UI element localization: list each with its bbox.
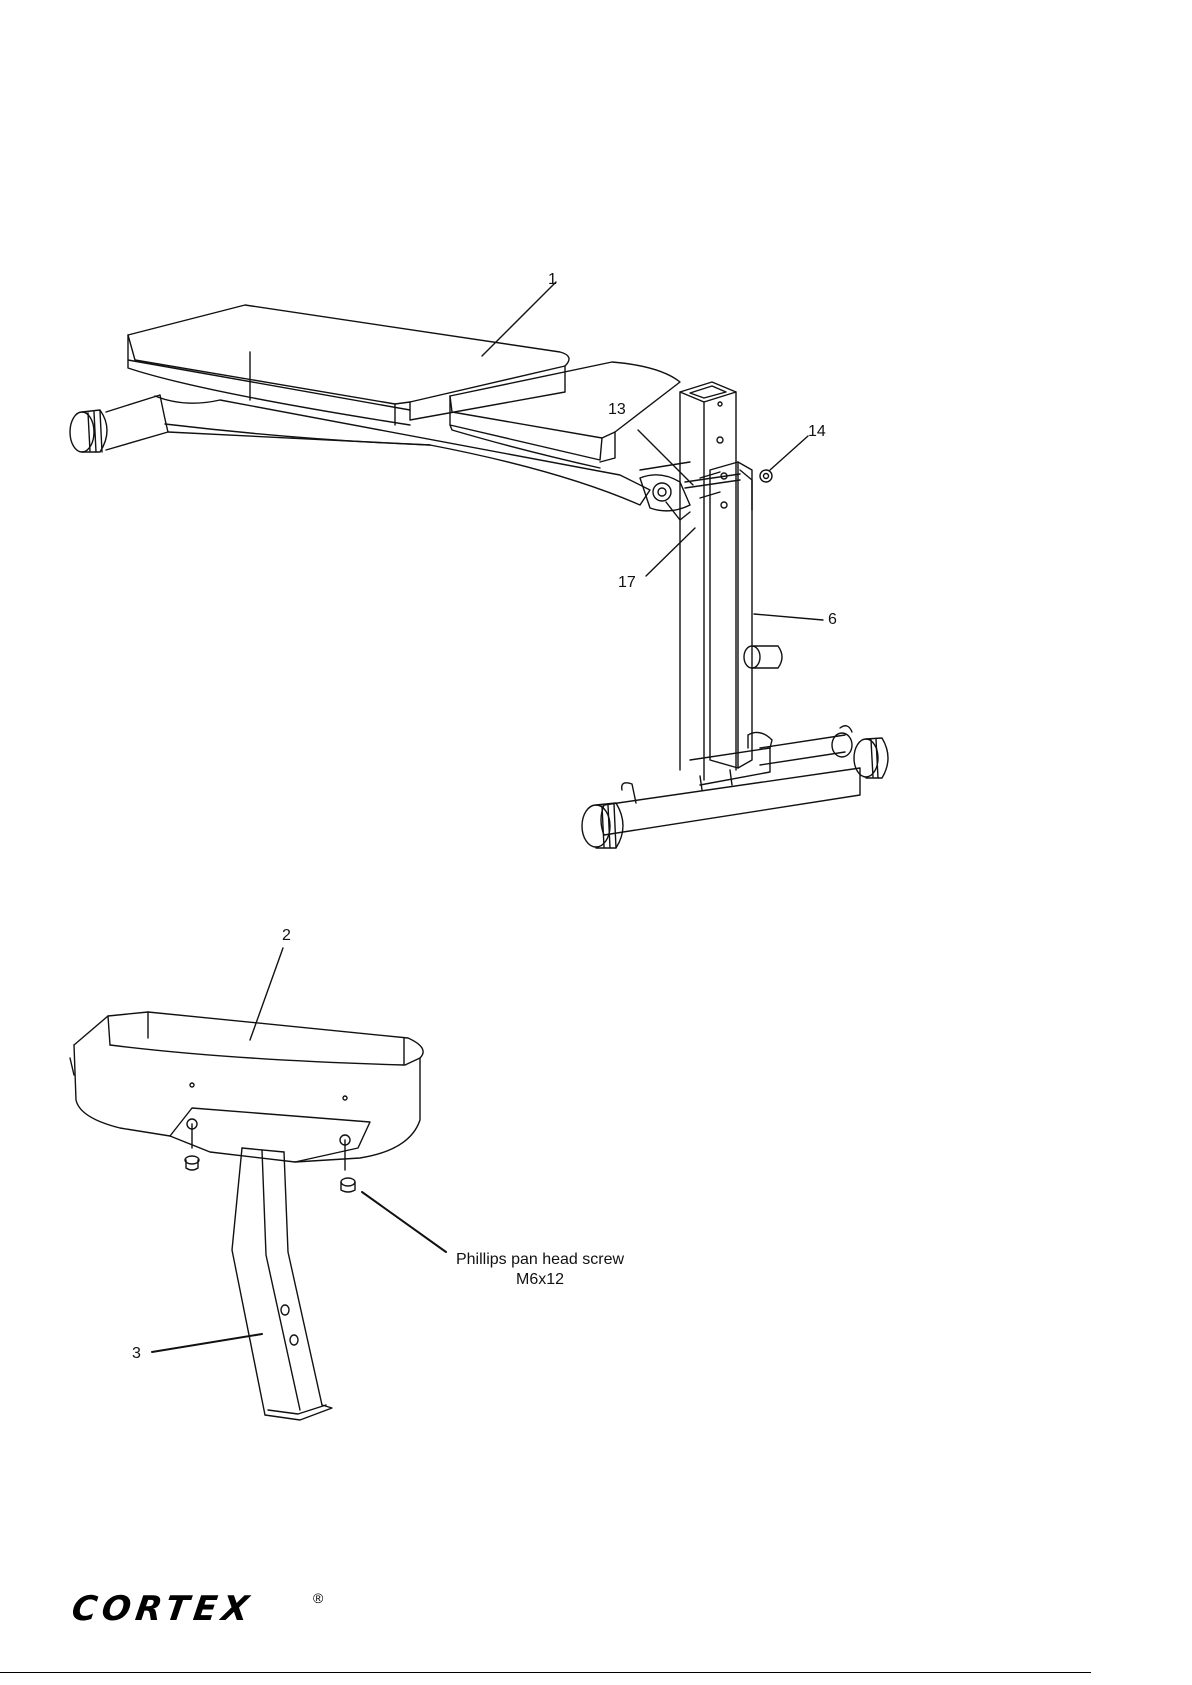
leader-1	[482, 282, 556, 356]
callout-2: 2	[282, 928, 291, 944]
carriage	[710, 462, 752, 768]
leader-screw	[362, 1192, 446, 1252]
screw-annotation-line1: Phillips pan head screw	[420, 1250, 660, 1270]
registered-mark: ®	[313, 1590, 323, 1606]
leader-14	[770, 436, 808, 470]
leader-13	[638, 430, 693, 485]
seat-pad-2	[70, 1012, 423, 1162]
footer-tick	[1085, 1672, 1091, 1673]
nut-14	[760, 470, 772, 482]
leader-6	[754, 614, 823, 620]
brand-logo: CORTEX	[69, 1589, 256, 1629]
footer-rule	[0, 1672, 1085, 1673]
pop-pin	[744, 646, 782, 668]
callout-1: 1	[548, 272, 557, 288]
callout-14: 14	[808, 424, 826, 440]
screw-right	[341, 1140, 355, 1192]
callout-3: 3	[132, 1346, 141, 1362]
seat-subassembly	[70, 948, 446, 1420]
leader-2	[250, 948, 283, 1040]
upright-post	[680, 382, 736, 780]
leg-tube	[232, 1148, 332, 1420]
left-foot-cap	[70, 410, 107, 452]
leader-3	[152, 1334, 262, 1352]
back-pad	[128, 305, 569, 425]
front-leg-tube	[106, 395, 168, 450]
leader-17	[646, 528, 695, 576]
callout-6: 6	[828, 612, 837, 628]
bench-assembly	[70, 282, 888, 848]
main-frame	[155, 396, 650, 505]
rear-base	[582, 726, 888, 848]
callout-17: 17	[618, 575, 636, 591]
screw-annotation-line2: M6x12	[420, 1270, 660, 1290]
bolt-13	[685, 474, 740, 488]
screw-annotation: Phillips pan head screw M6x12	[420, 1250, 660, 1290]
callout-13: 13	[608, 402, 626, 418]
